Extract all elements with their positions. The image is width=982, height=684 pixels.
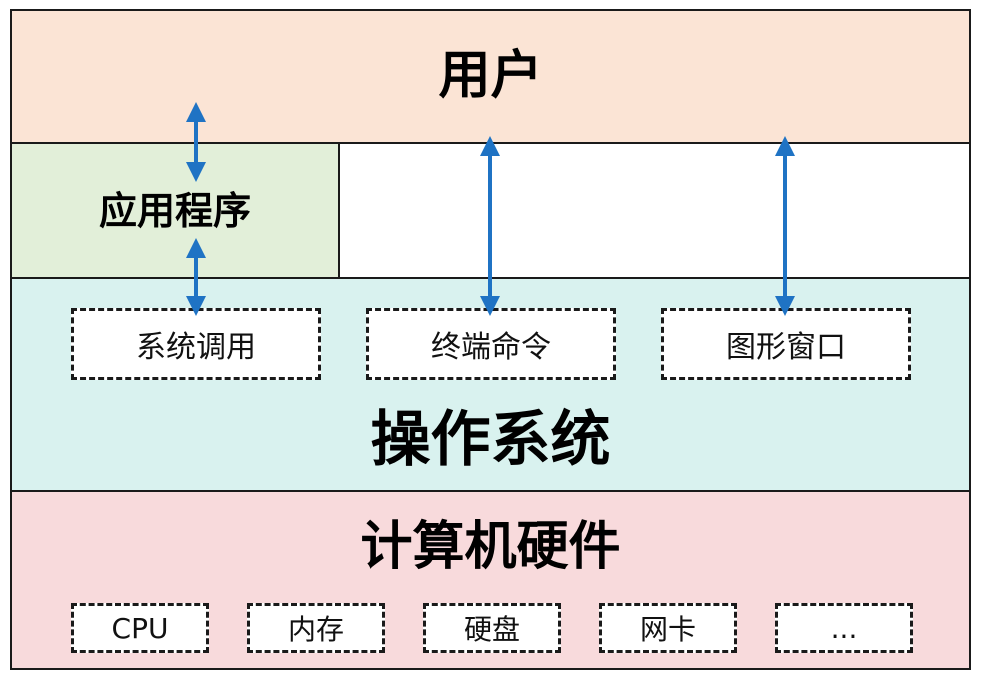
hardware-title: 计算机硬件 [360,517,621,577]
os-interface-system-call: 系统调用 [71,308,321,380]
os-interface-gui-window: 图形窗口 [661,308,911,380]
hardware-item-network-card: 网卡 [599,603,737,653]
hardware-item-memory: 内存 [247,603,385,653]
hardware-item-disk: 硬盘 [423,603,561,653]
user-title: 用户 [438,46,543,106]
hardware-item-more: ... [775,603,913,653]
os-interface-terminal-command: 终端命令 [366,308,616,380]
application-title: 应用程序 [98,189,251,233]
os-title: 操作系统 [370,405,611,475]
hardware-item-cpu: CPU [71,603,209,653]
application-layer [10,142,340,279]
user-layer [10,9,971,144]
